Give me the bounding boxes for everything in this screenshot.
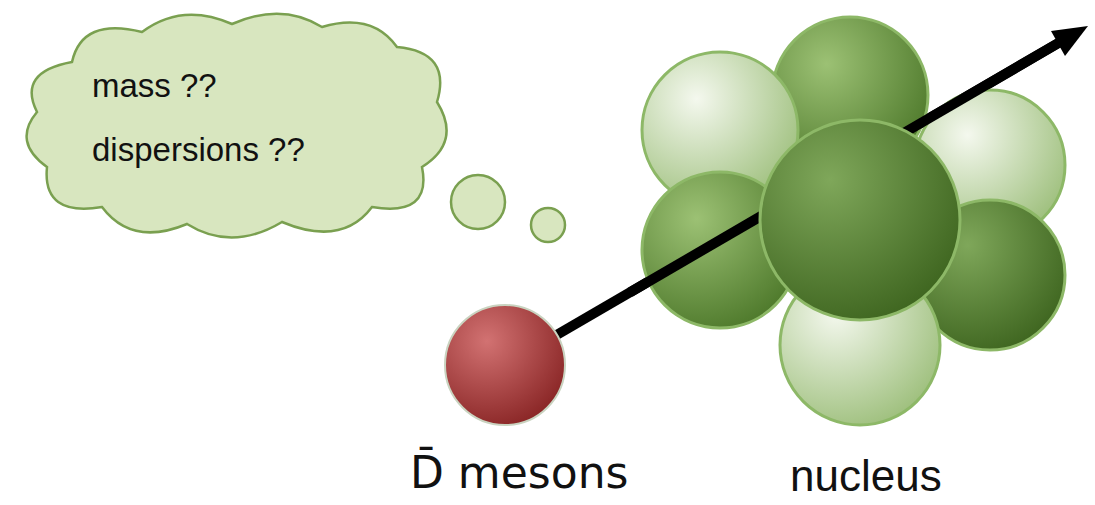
nucleus-cluster: nucleus (630, 10, 1070, 435)
node-label: dispersions ?? (92, 132, 305, 168)
node-outline (12, 2, 462, 252)
nucleon (760, 120, 960, 320)
node-outline (443, 303, 567, 427)
cloud-shape (27, 14, 447, 238)
meson-circle: D̄ mesons (443, 303, 567, 427)
node-outline (630, 10, 1070, 435)
thought-cloud: mass ?? dispersions ?? (12, 2, 462, 252)
node-label: mass ?? (92, 68, 217, 104)
thought-bubble (531, 208, 565, 242)
thought-bubble (451, 175, 505, 229)
node-label: nucleus (790, 452, 942, 500)
node-label: D̄ mesons (410, 449, 628, 497)
meson-ball (445, 305, 565, 425)
